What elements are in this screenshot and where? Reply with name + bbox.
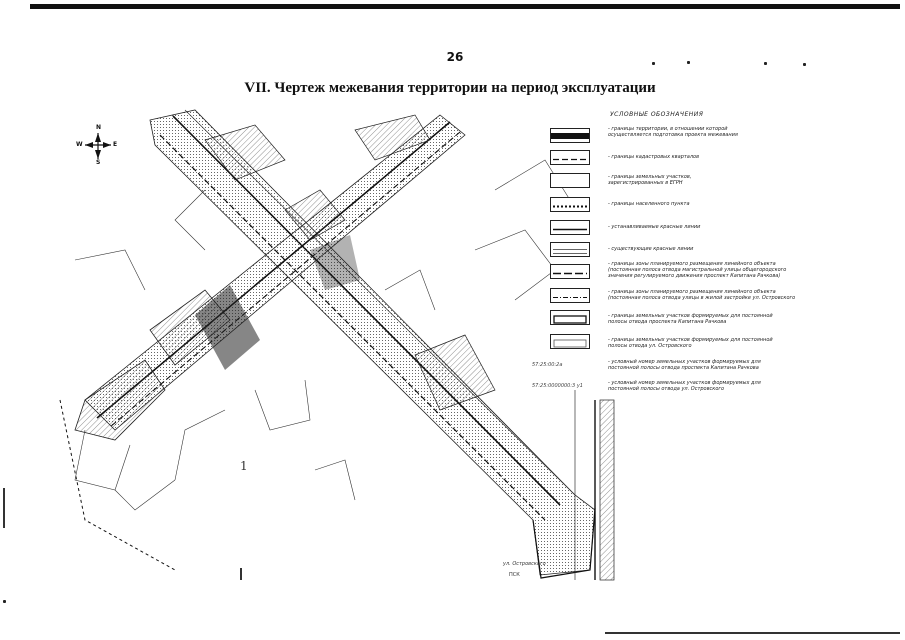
survey-map: ул. Островского 1 ПСК bbox=[59, 109, 615, 581]
compass-west-label: W bbox=[76, 141, 83, 148]
property-lot-lines bbox=[74, 159, 571, 511]
map-street-label: ул. Островского bbox=[502, 561, 546, 567]
territory-boundary-symbol bbox=[550, 128, 590, 143]
scan-dot bbox=[803, 63, 806, 66]
scan-dot bbox=[687, 61, 690, 64]
legend-heading: УСЛОВНЫЕ ОБОЗНАЧЕНИЯ bbox=[610, 111, 704, 118]
registered-plot-symbol bbox=[550, 173, 590, 188]
legend-item-text: - существующие красные линии bbox=[608, 246, 694, 252]
legend-item-text: - условный номер земельных участков форм… bbox=[608, 359, 761, 371]
compass-east-label: E bbox=[113, 141, 118, 148]
legend-item-text: - границы земельных участков формируемых… bbox=[608, 313, 773, 325]
plots-street-symbol bbox=[550, 334, 590, 349]
south-east-development bbox=[574, 390, 615, 581]
legend-item-text: - границы зоны планируемого размещения л… bbox=[608, 261, 787, 279]
legend-item-text: - границы кадастровых кварталов bbox=[608, 154, 700, 160]
cadastral-quarter-symbol bbox=[550, 150, 590, 165]
new-red-lines-symbol bbox=[550, 220, 590, 235]
compass-rose: N S W E bbox=[76, 124, 118, 167]
legend-code-street: 57:25:0000000:3 у1 bbox=[532, 383, 583, 389]
existing-red-lines-symbol bbox=[550, 242, 590, 257]
legend-item-text: - границы земельных участков, зарегистри… bbox=[608, 174, 692, 186]
page-number: 26 bbox=[446, 50, 464, 64]
settlement-boundary-line bbox=[59, 399, 176, 571]
scan-dot bbox=[764, 62, 767, 65]
legend-code-avenue: 57:25:00:2a bbox=[532, 362, 563, 368]
settlement-boundary-symbol bbox=[550, 197, 590, 212]
planned-zone-avenue-symbol bbox=[550, 264, 590, 279]
legend-item-text: - устанавливаемые красные линии bbox=[608, 224, 701, 230]
legend-item-text: - границы земельных участков формируемых… bbox=[608, 337, 773, 349]
map-side-number: 1 bbox=[240, 459, 248, 473]
scan-dot bbox=[652, 62, 655, 65]
top-border-rule bbox=[30, 4, 900, 9]
compass-south-label: S bbox=[96, 159, 101, 166]
plots-avenue-symbol bbox=[550, 310, 590, 325]
bottom-border-rule bbox=[605, 632, 900, 634]
map-corner-label: ПСК bbox=[509, 572, 520, 578]
compass-north-label: N bbox=[96, 124, 102, 131]
legend-item-text: - границы зоны планируемого размещения л… bbox=[608, 289, 796, 301]
scan-tick bbox=[240, 568, 242, 580]
planned-zone-street-symbol bbox=[550, 288, 590, 303]
scan-margin-mark bbox=[3, 488, 5, 528]
compass-icon bbox=[85, 133, 111, 159]
legend-item-text: - условный номер земельных участков форм… bbox=[608, 380, 761, 392]
built-up-blocks bbox=[74, 114, 496, 441]
page-title: VII. Чертеж межевания территории на пери… bbox=[244, 80, 656, 96]
legend-item-text: - границы территории, в отношении которо… bbox=[608, 126, 738, 138]
scan-dot bbox=[3, 600, 6, 603]
legend-item-text: - границы населенного пункта bbox=[608, 201, 690, 207]
